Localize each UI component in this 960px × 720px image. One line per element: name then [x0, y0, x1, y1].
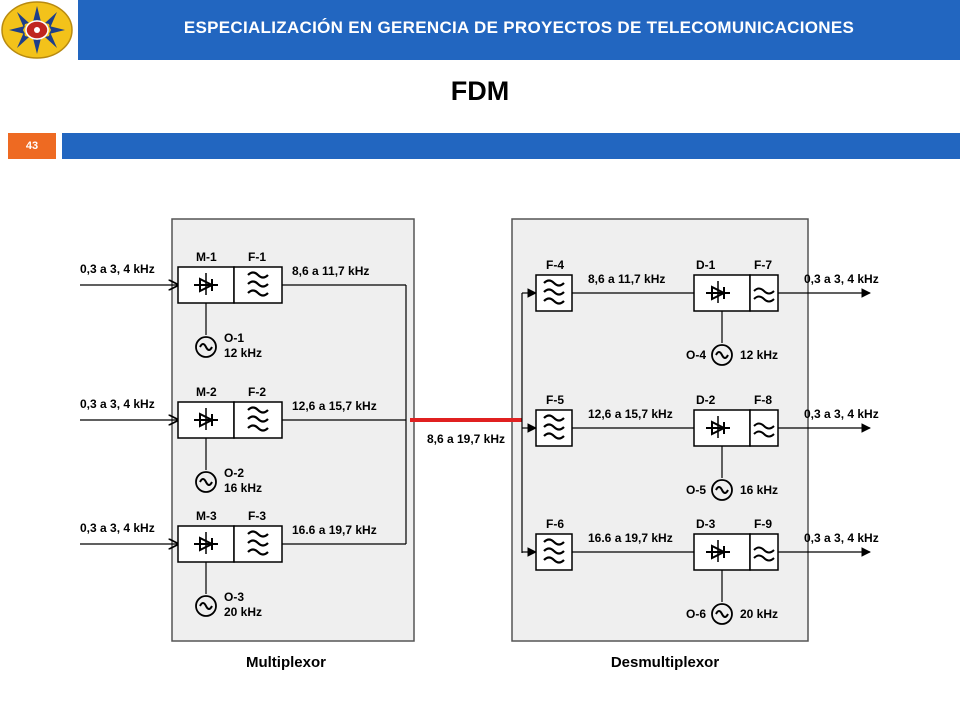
demux-filter2-label: F-8 [754, 393, 772, 407]
oscillator-freq: 16 kHz [224, 481, 262, 495]
sine-wave-icon [199, 343, 213, 351]
oscillator-freq: 20 kHz [224, 605, 262, 619]
demodulator-label: D-2 [696, 393, 716, 407]
header-bar: ESPECIALIZACIÓN EN GERENCIA DE PROYECTOS… [78, 0, 960, 60]
lowpass-wave-icon [753, 546, 775, 562]
demultiplexor-label: Desmultiplexor [611, 654, 720, 671]
output-label: 0,3 a 3, 4 kHz [804, 407, 879, 421]
demux-oscillator-freq: 12 kHz [740, 348, 778, 362]
demux-filter-label: F-6 [546, 517, 564, 531]
oscillator-freq: 12 kHz [224, 346, 262, 360]
sine-wave-icon [199, 478, 213, 486]
filter-wave-icon [543, 279, 565, 287]
filter-wave-icon [543, 414, 565, 422]
demux-band-label: 12,6 a 15,7 kHz [588, 407, 673, 421]
filter-wave-icon [247, 289, 269, 297]
demux-oscillator-label: O-4 [686, 348, 706, 362]
page-title: FDM [450, 76, 510, 106]
demodulator-label: D-3 [696, 517, 716, 531]
filter-wave-icon [543, 538, 565, 546]
multiplexor-label: Multiplexor [246, 654, 326, 671]
filter-label: F-1 [248, 250, 266, 264]
demux-oscillator-freq: 20 kHz [740, 607, 778, 621]
demux-band-label: 8,6 a 11,7 kHz [588, 272, 665, 286]
demux-filter2-label: F-7 [754, 258, 772, 272]
demux-filter-label: F-4 [546, 258, 564, 272]
filter-wave-icon [543, 556, 565, 564]
demux-lowpass-block [749, 274, 779, 312]
band-label: 16.6 a 19,7 kHz [292, 523, 377, 537]
sine-wave-icon [715, 610, 729, 618]
filter-wave-icon [247, 406, 269, 414]
demux-oscillator-label: O-6 [686, 607, 706, 621]
demux-filter-label: F-5 [546, 393, 564, 407]
oscillator-label: O-1 [224, 331, 244, 345]
university-logo-icon [1, 1, 73, 59]
oscillator-label: O-3 [224, 590, 244, 604]
demodulator-block [693, 274, 751, 312]
filter-wave-icon [247, 280, 269, 288]
fdm-diagram: 8,6 a 19,7 kHz 0,3 a 3, 4 kHz M-1 F-1 8,6 a… [80, 218, 879, 671]
filter-wave-icon [543, 432, 565, 440]
demodulator-label: D-1 [696, 258, 716, 272]
output-label: 0,3 a 3, 4 kHz [804, 272, 879, 286]
filter-label: F-2 [248, 385, 266, 399]
filter-wave-icon [247, 424, 269, 432]
modulator-label: M-3 [196, 509, 217, 523]
oscillator-label: O-2 [224, 466, 244, 480]
filter-wave-icon [543, 288, 565, 296]
trunk-label: 8,6 a 19,7 kHz [427, 432, 505, 446]
modulator-label: M-1 [196, 250, 217, 264]
filter-wave-icon [247, 415, 269, 423]
demux-band-label: 16.6 a 19,7 kHz [588, 531, 673, 545]
demux-oscillator-label: O-5 [686, 483, 706, 497]
sine-wave-icon [715, 351, 729, 359]
band-label: 8,6 a 11,7 kHz [292, 264, 369, 278]
filter-label: F-3 [248, 509, 266, 523]
filter-wave-icon [247, 530, 269, 538]
demux-oscillator-freq: 16 kHz [740, 483, 778, 497]
input-label: 0,3 a 3, 4 kHz [80, 521, 155, 535]
filter-wave-icon [247, 548, 269, 556]
demux-filter2-label: F-9 [754, 517, 772, 531]
input-label: 0,3 a 3, 4 kHz [80, 397, 155, 411]
sine-wave-icon [199, 602, 213, 610]
header-title: ESPECIALIZACIÓN EN GERENCIA DE PROYECTOS… [183, 18, 855, 37]
slide-number-badge: 43 [8, 133, 56, 159]
lowpass-wave-icon [753, 287, 775, 303]
filter-wave-icon [543, 423, 565, 431]
sine-wave-icon [715, 486, 729, 494]
filter-wave-icon [247, 539, 269, 547]
input-label: 0,3 a 3, 4 kHz [80, 262, 155, 276]
output-label: 0,3 a 3, 4 kHz [804, 531, 879, 545]
modulator-label: M-2 [196, 385, 217, 399]
filter-wave-icon [247, 271, 269, 279]
demux-lowpass-block [749, 533, 779, 571]
demux-lowpass-block [749, 409, 779, 447]
band-label: 12,6 a 15,7 kHz [292, 399, 377, 413]
filter-wave-icon [543, 547, 565, 555]
lowpass-wave-icon [753, 422, 775, 438]
filter-wave-icon [543, 297, 565, 305]
decorative-strip [62, 133, 960, 159]
